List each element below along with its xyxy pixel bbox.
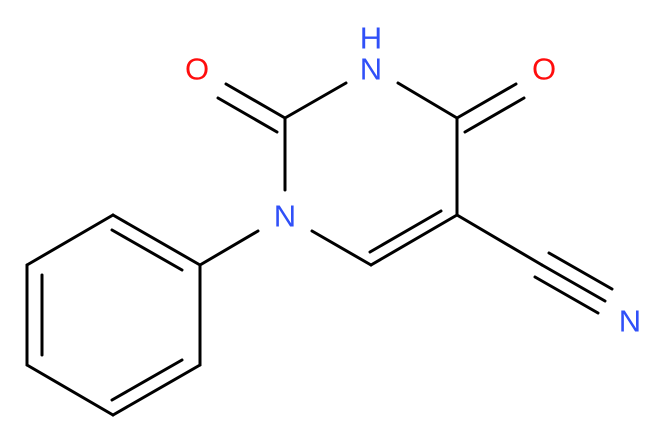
bond-ph-1 <box>111 213 202 267</box>
oxygen-left-label: O <box>185 52 209 87</box>
bond-ph-2 <box>25 213 115 267</box>
bond-ph-5-inner <box>110 358 184 402</box>
bond-c5-c6-a <box>369 213 459 267</box>
atom-labels: O O H N N N <box>185 21 641 339</box>
nitrile-nitrogen-label: N <box>619 304 641 339</box>
bond-nitrile-c <box>533 275 600 315</box>
bond-nitrile-a <box>540 263 607 303</box>
oxygen-right-label: O <box>532 52 556 87</box>
bond-c5-c6-b <box>368 209 443 254</box>
bond-n3-c4 <box>396 81 459 120</box>
bond-c2-o-left-b <box>216 96 279 134</box>
bond-c5-cn <box>455 213 544 267</box>
bond-ph-5 <box>111 363 202 417</box>
bonds <box>25 81 614 417</box>
bond-ph-4 <box>25 363 115 417</box>
bond-n1-phenyl <box>198 229 260 267</box>
bond-c6-n1 <box>310 229 373 267</box>
bond-c4-o-right-b <box>463 96 526 134</box>
n3-label: N <box>360 52 382 87</box>
bond-c4-o-right-a <box>455 82 518 120</box>
nh-hydrogen-label: H <box>360 21 382 56</box>
bond-c2-o-left-a <box>224 82 287 120</box>
n1-label: N <box>274 199 296 234</box>
bond-c2-n3 <box>283 81 348 120</box>
bond-ph-1-inner <box>110 228 184 272</box>
bond-nitrile-b <box>547 251 614 291</box>
